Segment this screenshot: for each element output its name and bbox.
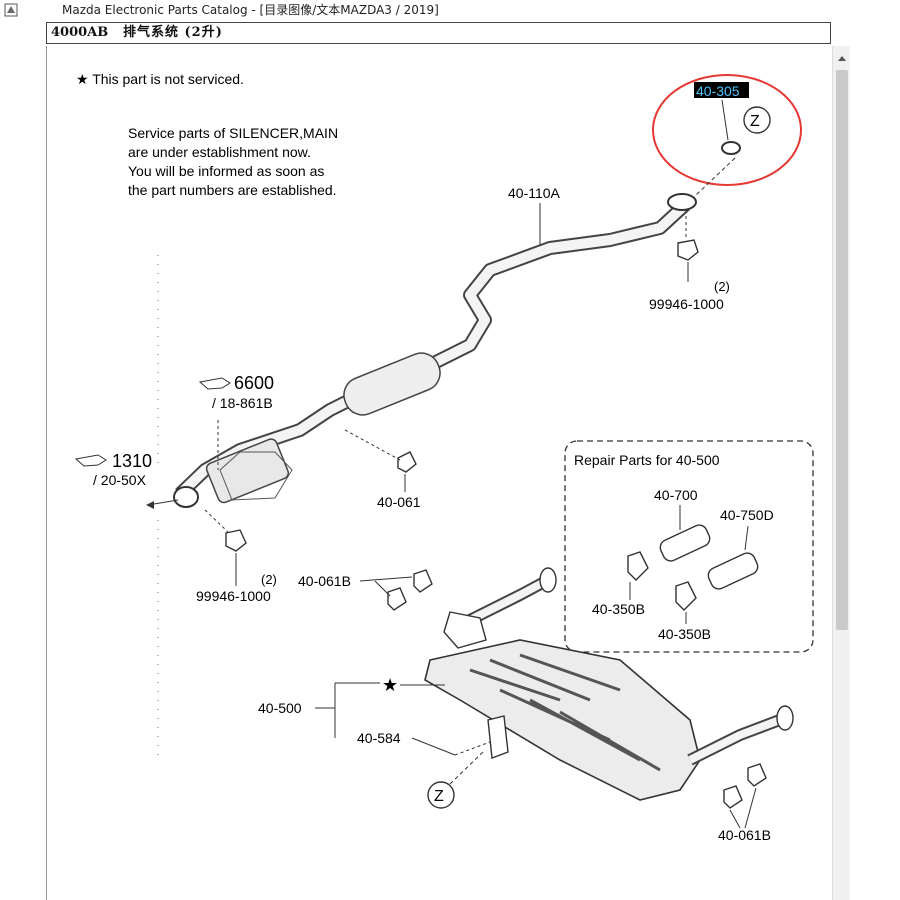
leader-40-305 <box>721 99 729 141</box>
service-note-line-2: are under establishment now. <box>128 144 311 160</box>
part-99946-top-label[interactable]: 99946-1000 <box>649 296 724 312</box>
silencer-tailpipe-end <box>776 705 794 731</box>
clamp-40-350B-b <box>675 581 697 611</box>
ref-6600-label[interactable]: 6600 <box>234 373 274 393</box>
rear-flange <box>667 193 697 211</box>
silencer-tailpipe-inner <box>688 714 787 764</box>
arrow-head-1310 <box>146 501 154 509</box>
dash-40-584 <box>454 741 491 756</box>
part-40-061B-b-label[interactable]: 40-061B <box>718 827 771 843</box>
leader-40-061B-a-1 <box>359 576 413 582</box>
part-40-750D-label[interactable]: 40-750D <box>720 507 774 523</box>
hanger-40-061B-2 <box>387 587 407 611</box>
hanger-40-061B-4 <box>723 785 743 809</box>
zone-z-label-top: Z <box>750 113 760 130</box>
service-note-line-3: You will be informed as soon as <box>128 163 324 179</box>
part-40-700-label[interactable]: 40-700 <box>654 487 698 503</box>
part-40-350B-a-label[interactable]: 40-350B <box>592 601 645 617</box>
leader-40-061B-b-1 <box>729 809 741 829</box>
gasket-40-584 <box>487 715 509 759</box>
service-note-line-1: Service parts of SILENCER,MAIN <box>128 125 338 141</box>
zone-z-label-bottom: Z <box>434 788 444 805</box>
leader-40-061B-b-2 <box>744 787 757 829</box>
section-code: 4000AB <box>51 25 109 40</box>
clamp-40-350B-a <box>627 551 649 581</box>
part-99946-bottom-label[interactable]: 99946-1000 <box>196 588 271 604</box>
vertical-scrollbar[interactable] <box>832 46 851 900</box>
silencer-inlet-pipe-inner <box>458 576 550 629</box>
hanger-40-061 <box>397 451 417 473</box>
zone-z-marker-top[interactable] <box>743 106 771 134</box>
diagram-pane <box>46 46 832 900</box>
dash-z-top <box>694 157 736 197</box>
scroll-thumb[interactable] <box>836 70 848 630</box>
leader-40-750D <box>744 525 749 551</box>
right-blank-pane <box>850 46 900 900</box>
window-titlebar: Mazda Electronic Parts Catalog - [目录图像/文… <box>0 0 900 20</box>
part-40-061B-a-label[interactable]: 40-061B <box>298 573 351 589</box>
nut-bottom <box>225 529 247 552</box>
dash-nut-bottom <box>204 509 229 533</box>
part-40-350B-b-label[interactable]: 40-350B <box>658 626 711 642</box>
part-40-305-highlight[interactable] <box>694 82 749 98</box>
gasket-ring <box>721 141 741 155</box>
section-name: 排气系统 (2升) <box>123 25 223 40</box>
not-serviced-star: ★ <box>382 675 398 695</box>
leader-40-061B-a-2 <box>374 580 391 597</box>
section-header: 4000AB 排气系统 (2升) <box>46 22 831 44</box>
ref-1310-label[interactable]: 1310 <box>112 451 152 471</box>
hanger-40-061B-3 <box>747 763 767 787</box>
scroll-up-arrow-icon[interactable] <box>833 52 851 66</box>
part-40-110A-label[interactable]: 40-110A <box>508 185 561 201</box>
silencer-ribs <box>469 653 661 772</box>
leader-40-584 <box>411 737 456 756</box>
nut-top <box>677 239 699 261</box>
hand-pointer-icon-1310[interactable] <box>74 454 107 467</box>
hanger-40-061B-1 <box>413 569 433 593</box>
service-note-line-4: the part numbers are established. <box>128 182 337 198</box>
part-99946-bottom-qty: (2) <box>261 572 277 587</box>
dash-z-bottom <box>449 749 486 785</box>
ref-6600-sub: / 18-861B <box>212 395 273 411</box>
silencer-flange <box>443 611 487 649</box>
part-40-584-label[interactable]: 40-584 <box>357 730 401 746</box>
ref-1310-sub: / 20-50X <box>93 472 147 488</box>
repair-box-title: Repair Parts for 40-500 <box>574 452 720 468</box>
tailpipe-40-750D <box>707 552 759 590</box>
app-icon <box>4 3 18 17</box>
part-99946-top-qty: (2) <box>714 279 730 294</box>
highlight-circle <box>652 74 802 186</box>
part-40-305-label[interactable]: 40-305 <box>696 83 740 99</box>
tailpipe-40-700 <box>659 524 711 562</box>
part-40-500-label[interactable]: 40-500 <box>258 700 302 716</box>
resonator <box>343 352 441 416</box>
dash-40-061 <box>344 429 401 461</box>
hand-pointer-icon-6600[interactable] <box>198 377 231 390</box>
zone-z-marker-bottom[interactable] <box>427 781 455 809</box>
not-serviced-note: ★ This part is not serviced. <box>76 71 244 87</box>
front-flange <box>173 486 199 508</box>
part-40-061-label[interactable]: 40-061 <box>377 494 421 510</box>
converter-heatshield <box>219 451 293 501</box>
silencer-inlet-end <box>539 567 557 593</box>
window-title: Mazda Electronic Parts Catalog - [目录图像/文… <box>62 3 439 17</box>
repair-parts-box <box>564 440 814 653</box>
